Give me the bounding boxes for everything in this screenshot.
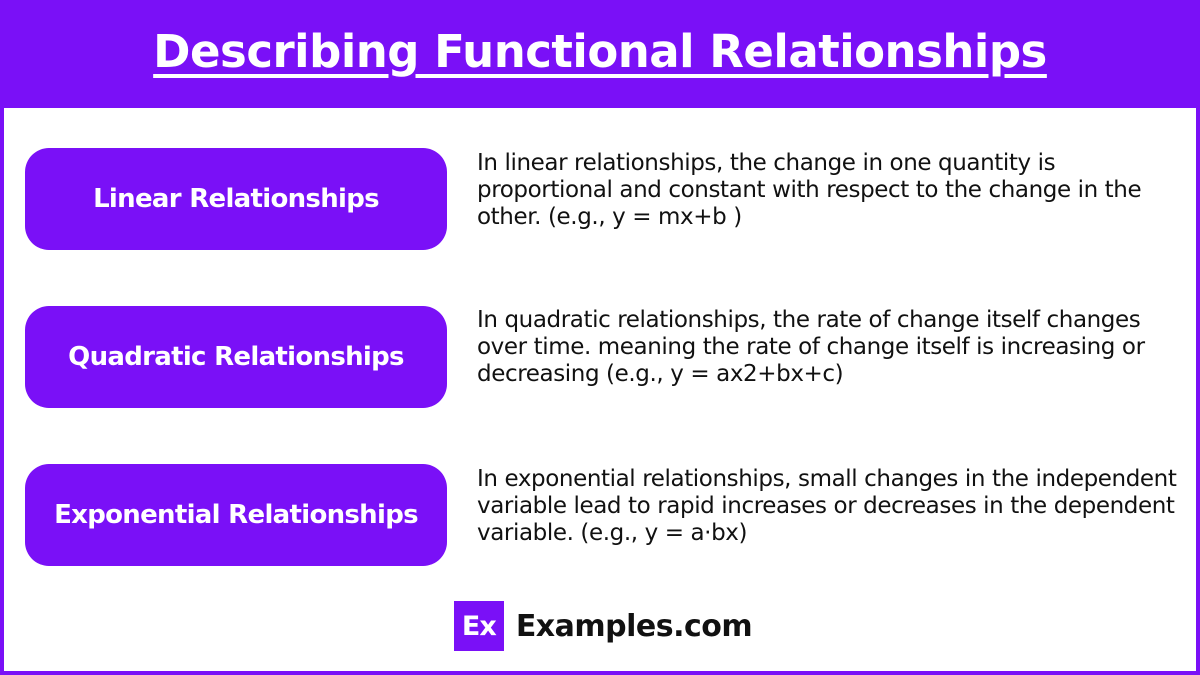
- linear-label-pill: Linear Relationships: [25, 148, 447, 250]
- exponential-label-pill: Exponential Relationships: [25, 464, 447, 566]
- content-panel: Linear Relationships In linear relations…: [4, 108, 1196, 671]
- header-bar: Describing Functional Relationships: [0, 0, 1200, 108]
- brand-name: Examples.com: [515, 608, 753, 644]
- quadratic-description: In quadratic relationships, the rate of …: [477, 307, 1145, 387]
- page-title: Describing Functional Relationships: [153, 24, 1047, 78]
- exponential-description: In exponential relationships, small chan…: [477, 466, 1177, 546]
- brand-link: Ex Examples.com: [453, 601, 753, 651]
- brand-footer: Ex Examples.com: [4, 601, 1196, 651]
- brand-logo-icon: Ex: [453, 601, 504, 651]
- linear-description: In linear relationships, the change in o…: [477, 150, 1142, 230]
- quadratic-label-pill: Quadratic Relationships: [25, 306, 447, 408]
